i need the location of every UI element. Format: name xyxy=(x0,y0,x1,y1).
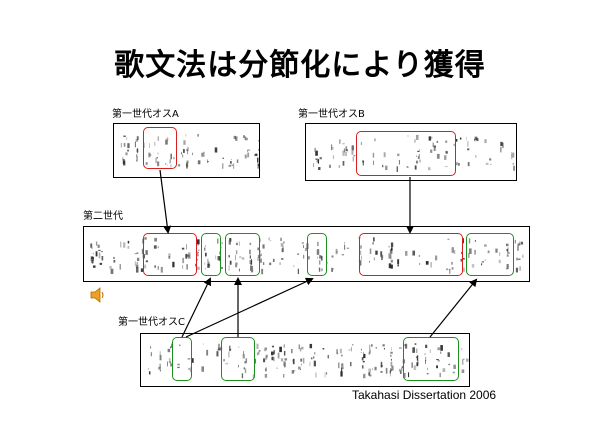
arrow-c1-to-second-c3 xyxy=(185,277,314,338)
label-second-gen: 第二世代 xyxy=(83,211,123,222)
segment-box-parent-c1 xyxy=(172,337,192,381)
spectrogram-parent-b xyxy=(305,123,517,181)
speaker-icon[interactable] xyxy=(90,287,106,303)
segment-box-second-gen-c2 xyxy=(225,233,260,276)
label-parent-a: 第一世代オスA xyxy=(112,109,179,120)
segment-box-parent-a xyxy=(143,127,177,169)
segment-box-parent-c3 xyxy=(403,337,459,381)
segment-box-second-gen-c4 xyxy=(466,233,514,276)
segment-box-second-gen-a xyxy=(143,233,197,276)
arrow-a-to-second xyxy=(159,169,172,234)
segment-box-second-gen-c3 xyxy=(307,233,327,276)
arrow-c1-to-second xyxy=(181,277,211,338)
citation-credit: Takahasi Dissertation 2006 xyxy=(352,388,497,402)
segment-box-second-gen-b xyxy=(359,233,463,276)
spectrogram-parent-c xyxy=(140,333,470,387)
label-parent-c: 第一世代オスC xyxy=(118,317,185,328)
segment-box-parent-c2 xyxy=(221,337,255,381)
spectrogram-parent-a xyxy=(113,123,260,178)
slide-title: 歌文法は分節化により獲得 xyxy=(114,48,486,83)
arrow-c3-to-second xyxy=(429,278,478,338)
segment-box-parent-b xyxy=(356,131,456,176)
segment-box-second-gen-c1 xyxy=(201,233,221,276)
label-parent-b: 第一世代オスB xyxy=(298,109,365,120)
